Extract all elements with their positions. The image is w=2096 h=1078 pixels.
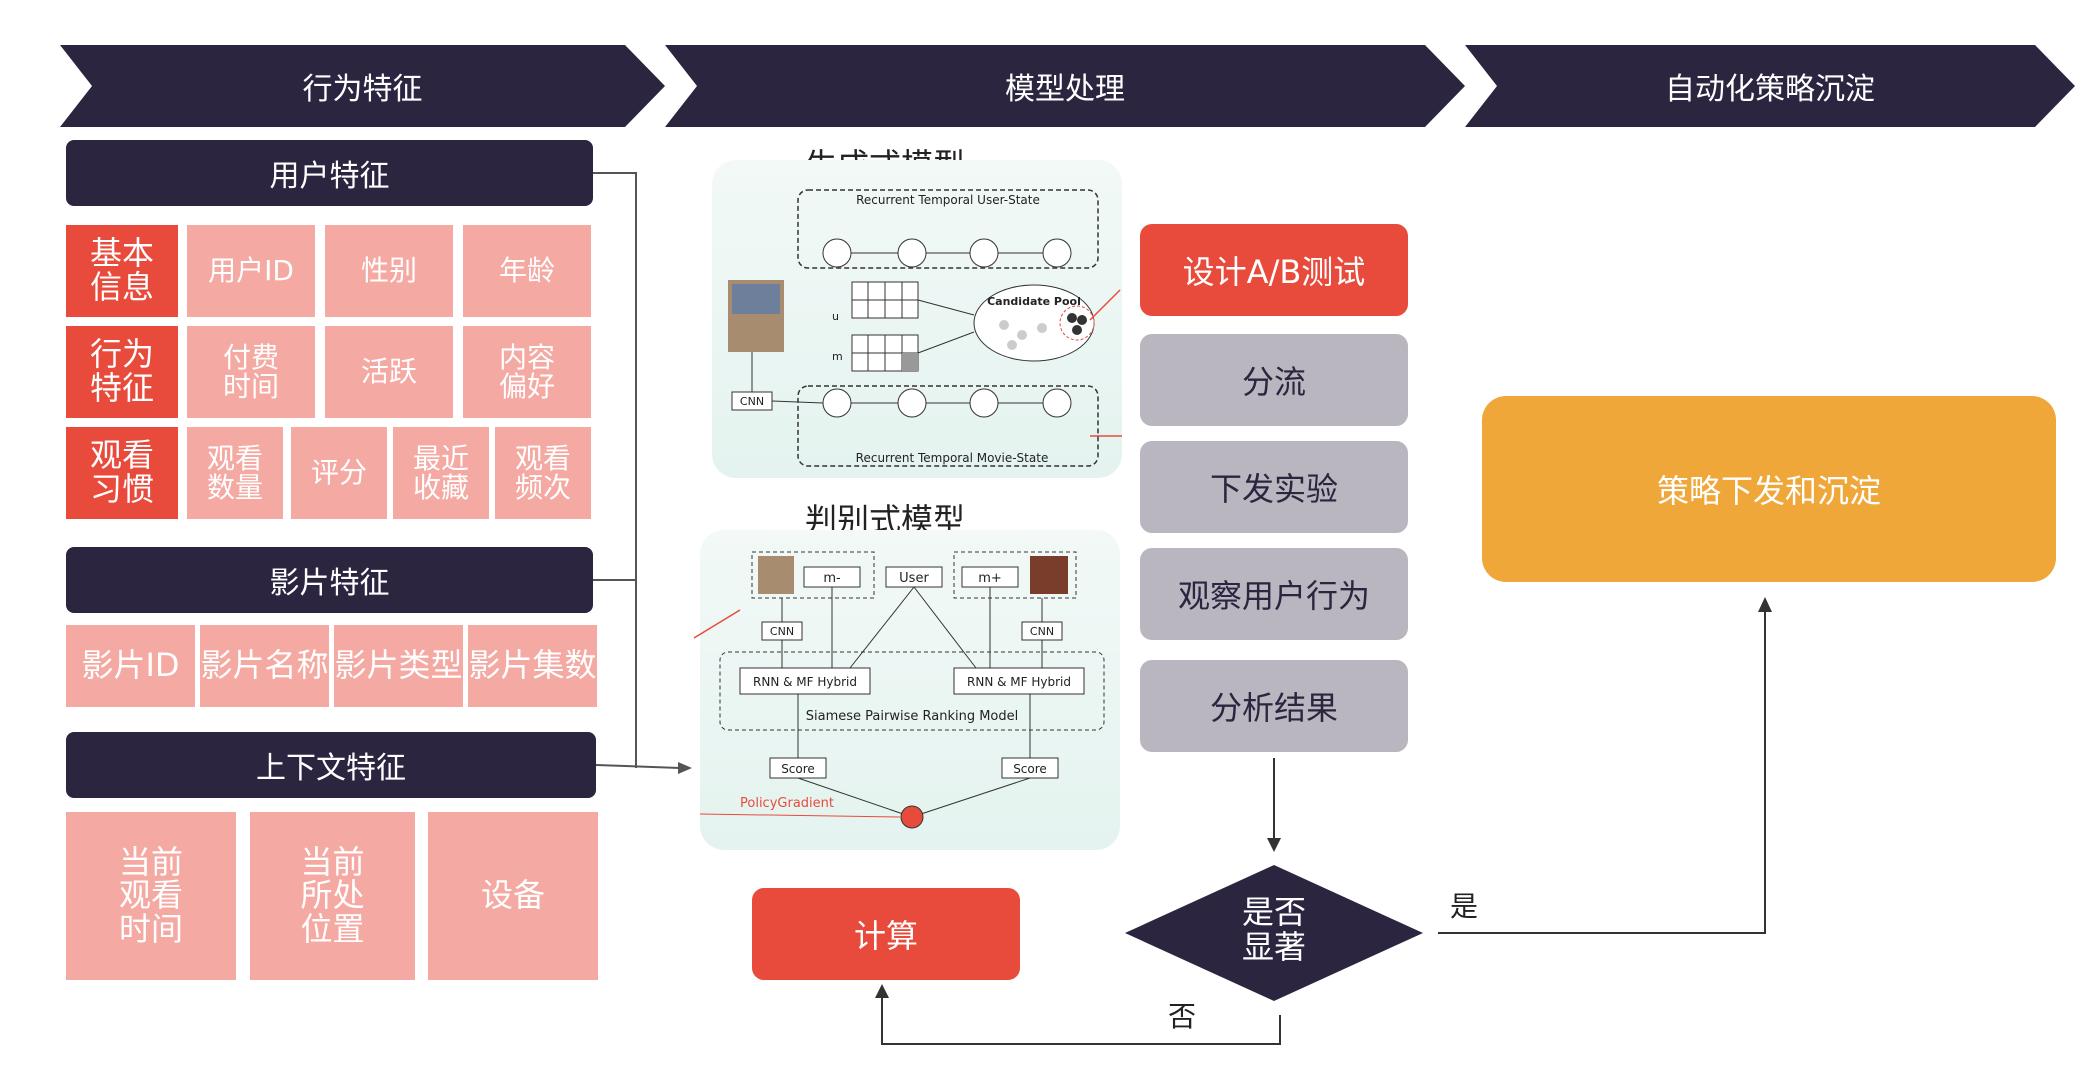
- step-analyze-results: 分析结果: [1140, 660, 1408, 752]
- strategy-result-box: 策略下发和沉淀: [1482, 396, 2056, 582]
- no-label: 否: [1168, 1000, 1197, 1033]
- feature-movie-episodes: 影片集数: [468, 625, 597, 707]
- feature-rating: 评分: [291, 427, 387, 519]
- stage-label: 自动化策略沉淀: [1665, 72, 1875, 107]
- stage-behavior-features: 行为特征: [60, 45, 665, 127]
- stage-strategy-deposit: 自动化策略沉淀: [1465, 45, 2075, 127]
- decision-diamond: [1125, 865, 1423, 1001]
- chevron-shape: [60, 45, 665, 127]
- feature-active: 活跃: [325, 326, 453, 418]
- feature-recent-favorite: 最近 收藏: [393, 427, 489, 519]
- feature-movie-type: 影片类型: [334, 625, 463, 707]
- compute-box: 计算: [752, 888, 1020, 980]
- score-right-label: Score: [1013, 762, 1047, 776]
- context-features-title: 上下文特征: [66, 732, 596, 798]
- user-features-title: 用户特征: [66, 140, 593, 206]
- feature-age: 年龄: [463, 225, 591, 317]
- feature-user-id: 用户ID: [187, 225, 315, 317]
- policy-gradient-label: PolicyGradient: [740, 796, 834, 811]
- step-observe-behavior: 观察用户行为: [1140, 548, 1408, 640]
- feature-gender: 性别: [325, 225, 453, 317]
- movie-state-label: Recurrent Temporal Movie-State: [856, 451, 1049, 465]
- step-traffic-split: 分流: [1140, 334, 1408, 426]
- hybrid-right-label: RNN & MF Hybrid: [967, 675, 1071, 689]
- step-deploy-experiment: 下发实验: [1140, 441, 1408, 533]
- feature-current-location: 当前 所处 位置: [250, 812, 415, 980]
- category-basic-info: 基本 信息: [66, 225, 178, 317]
- u-label: u: [832, 310, 839, 323]
- chevron-shape: [1465, 45, 2075, 127]
- feature-movie-name: 影片名称: [200, 625, 329, 707]
- generative-model-panel: Recurrent Temporal User-State u m Candid…: [712, 160, 1122, 478]
- feature-content-preference: 内容 偏好: [463, 326, 591, 418]
- m-label: m: [832, 350, 843, 363]
- decision-label: 是否 显著: [1241, 893, 1306, 967]
- score-left-label: Score: [781, 762, 815, 776]
- generative-model-diagram: Recurrent Temporal User-State u m Candid…: [728, 189, 1099, 467]
- feature-pay-time: 付费 时间: [187, 326, 315, 418]
- feature-movie-id: 影片ID: [66, 625, 195, 707]
- m-plus-label: m+: [978, 571, 1002, 586]
- siamese-label: Siamese Pairwise Ranking Model: [806, 709, 1018, 724]
- stage-label: 模型处理: [1005, 72, 1125, 107]
- user-label: User: [899, 571, 929, 586]
- cnn-right-label: CNN: [1030, 625, 1054, 638]
- stage-model-processing: 模型处理: [665, 45, 1465, 127]
- feature-current-time: 当前 观看 时间: [66, 812, 236, 980]
- category-behavior: 行为 特征: [66, 326, 178, 418]
- discriminative-model-panel: m- User m+ CNN CNN RNN & MF Hybrid RNN &…: [699, 530, 1120, 850]
- feature-view-frequency: 观看 频次: [495, 427, 591, 519]
- stage-label: 行为特征: [302, 72, 423, 107]
- discriminative-model-diagram: m- User m+ CNN CNN RNN & MF Hybrid RNN &…: [699, 551, 1105, 829]
- category-viewing-habits: 观看 习惯: [66, 427, 178, 519]
- feature-view-count: 观看 数量: [187, 427, 283, 519]
- feature-device: 设备: [428, 812, 598, 980]
- cnn-left-label: CNN: [770, 625, 794, 638]
- m-minus-label: m-: [823, 571, 841, 586]
- movie-features-title: 影片特征: [66, 547, 593, 613]
- candidate-pool-label: Candidate Pool: [987, 295, 1081, 308]
- cnn-label: CNN: [740, 395, 764, 408]
- yes-label: 是: [1450, 890, 1479, 923]
- step-design-ab-test: 设计A/B测试: [1140, 224, 1408, 316]
- hybrid-left-label: RNN & MF Hybrid: [753, 675, 857, 689]
- chevron-shape: [665, 45, 1465, 127]
- user-state-label: Recurrent Temporal User-State: [856, 193, 1040, 207]
